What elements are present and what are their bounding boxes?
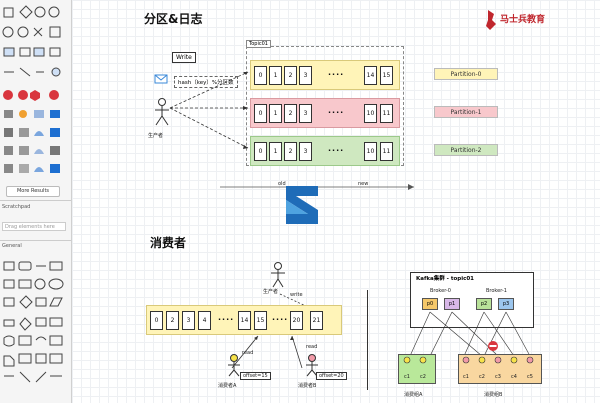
producer-label: 生产者 (148, 133, 164, 139)
log-cell: 14 (238, 311, 251, 330)
partition-2-label: Partition-2 (434, 144, 498, 156)
broker-0-label: Broker-0 (430, 288, 451, 294)
partition-2-cell: 2 (284, 142, 297, 161)
old-label: old (278, 181, 286, 187)
partition-0-cell: 14 (364, 66, 377, 85)
section-divider (367, 290, 368, 390)
log-cell: 4 (198, 311, 211, 330)
scratchpad-dropzone[interactable]: Drag elements here (2, 222, 66, 231)
partition-p0[interactable]: p0 (422, 298, 438, 310)
partition-2-cell: 11 (380, 142, 393, 161)
partition-0-cell: 1 (269, 66, 282, 85)
partition-log-title: 分区&日志 (144, 12, 203, 26)
read-label-b: read (306, 344, 318, 350)
consumer-a-icon (228, 354, 240, 377)
partition-1-cell: 2 (284, 104, 297, 123)
forbidden-icon (488, 341, 498, 351)
log-cell: 3 (182, 311, 195, 330)
consumer-figures (403, 356, 534, 364)
partition-p3[interactable]: p3 (498, 298, 514, 310)
partition-1-cell: 10 (364, 104, 377, 123)
sidebar-divider (0, 200, 71, 201)
partition-2-cell: 3 (299, 142, 312, 161)
partition-1-cell: 11 (380, 104, 393, 123)
partition-p1[interactable]: p1 (444, 298, 460, 310)
brand-name: 马士兵教育 (500, 15, 546, 25)
partition-p2[interactable]: p2 (476, 298, 492, 310)
partition-0-cell: 0 (254, 66, 267, 85)
log-cell: 20 (290, 311, 303, 330)
log-cell: 0 (150, 311, 163, 330)
group-b-c5: c5 (527, 374, 533, 380)
partition-1-ellipsis: .... (328, 106, 345, 115)
more-results-button[interactable]: More Results (6, 186, 60, 197)
sidebar-divider (0, 240, 71, 241)
hash-formula-label: hash（key）%分区数 (174, 76, 238, 88)
partition-1-cell: 3 (299, 104, 312, 123)
group-b-label: 消费组B (484, 392, 503, 398)
partition-2-cell: 1 (269, 142, 282, 161)
group-b-c1: c1 (463, 374, 469, 380)
group-b-c2: c2 (479, 374, 485, 380)
email-icon (154, 74, 168, 84)
diagram-canvas[interactable]: 分区&日志 马士兵教育 Topic01 Write hash（key）%分区数 … (72, 0, 600, 403)
partition-1-cell: 0 (254, 104, 267, 123)
partition-0-cell: 2 (284, 66, 297, 85)
log-ellipsis: .... (218, 313, 235, 322)
offset-b-label: offset=20 (316, 372, 347, 380)
producer-icon-bottom (271, 262, 285, 288)
producer-icon (155, 98, 169, 126)
topic-label: Topic01 (246, 40, 271, 48)
write-label-bottom: write (290, 292, 303, 298)
partition-0-cell: 3 (299, 66, 312, 85)
partition-0-cell: 15 (380, 66, 393, 85)
read-label-a: read (242, 350, 254, 356)
log-ellipsis-2: .... (272, 313, 289, 322)
group-a-c1: c1 (404, 374, 410, 380)
consumer-a-label: 消费者A (218, 383, 237, 389)
partition-2-cell: 10 (364, 142, 377, 161)
scratchpad-title[interactable]: Scratchpad (2, 204, 31, 210)
read-arrows (231, 335, 303, 369)
consumer-b-icon (306, 354, 318, 377)
general-section-title[interactable]: General (2, 243, 22, 249)
shape-sidebar: More Results Scratchpad Drag elements he… (0, 0, 72, 403)
producer-arrows (169, 71, 249, 149)
producer-label-bottom: 生产者 (263, 289, 279, 295)
write-label: Write (172, 52, 196, 63)
group-a-c2: c2 (420, 374, 426, 380)
partition-2-ellipsis: .... (328, 144, 345, 153)
group-b-c4: c4 (511, 374, 517, 380)
kafka-cluster-title: Kafka集群 - topic01 (416, 276, 474, 282)
partition-1-cell: 1 (269, 104, 282, 123)
group-b-c3: c3 (495, 374, 501, 380)
brand-logo: 马士兵教育 (482, 8, 546, 32)
partition-1-label: Partition-1 (434, 106, 498, 118)
log-cell: 2 (166, 311, 179, 330)
offset-a-label: offset=15 (240, 372, 271, 380)
partition-0-label: Partition-0 (434, 68, 498, 80)
log-cell: 21 (310, 311, 323, 330)
group-a-label: 消费组A (404, 392, 423, 398)
new-label: new (358, 181, 369, 187)
write-arrow (279, 293, 311, 309)
general-shapes-icons[interactable] (0, 254, 71, 403)
watermark-logo (286, 186, 318, 224)
consumer-title: 消费者 (150, 236, 187, 250)
brand-icon (486, 10, 496, 30)
partition-0-ellipsis: .... (328, 68, 345, 77)
broker-1-label: Broker-1 (486, 288, 507, 294)
partition-2-cell: 0 (254, 142, 267, 161)
consumer-b-label: 消费者B (298, 383, 317, 389)
log-cell: 15 (254, 311, 267, 330)
shape-palette-icons[interactable] (0, 0, 71, 180)
